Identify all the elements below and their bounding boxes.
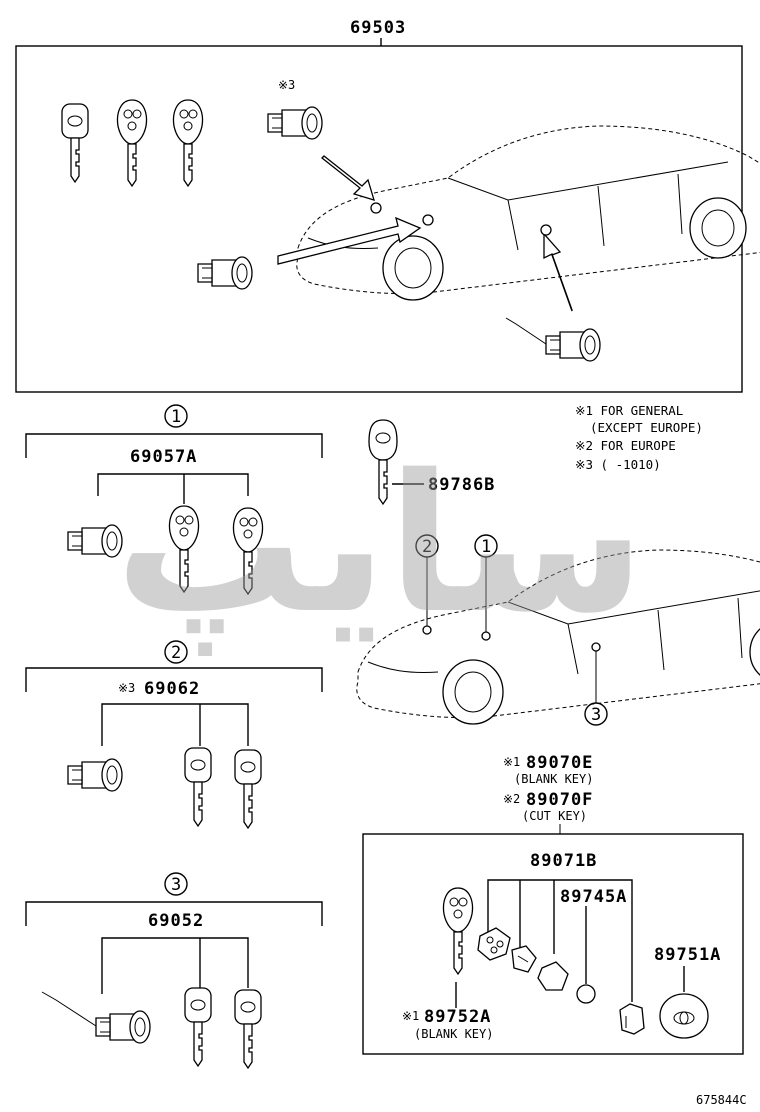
car-callout-2-label: 2 — [422, 537, 432, 557]
key-blank-general-prefix: ※1 — [503, 755, 520, 769]
car-callout-1-label: 1 — [481, 537, 491, 557]
transmitter-case-bottom — [537, 961, 569, 991]
key-cut-europe-prefix: ※2 — [503, 792, 520, 806]
group1-bracket — [25, 433, 323, 458]
transmitter-key-blank — [442, 887, 474, 975]
footnote-3: ※3 ( -1010) — [575, 457, 661, 472]
group1-index: 1 — [171, 407, 181, 427]
key-blank-general-desc: (BLANK KEY) — [514, 772, 593, 786]
group2-cylinder — [67, 758, 123, 792]
group2-part-number: 69062 — [144, 679, 200, 699]
battery-icon — [576, 984, 596, 1004]
transmitter-clip — [619, 1003, 645, 1035]
group3-index-circle: 3 — [164, 872, 188, 896]
group2-index-circle: 2 — [164, 640, 188, 664]
top-key-remote-1 — [116, 99, 148, 187]
car-callout-3-label: 3 — [591, 705, 601, 725]
top-key-remote-2 — [172, 99, 204, 187]
watermark: سایپ — [115, 434, 646, 656]
footnotes: ※1 FOR GENERAL (EXCEPT EUROPE) ※2 FOR EU… — [575, 403, 703, 472]
blank-key-prefix: ※1 — [402, 1009, 419, 1023]
group2-leader — [101, 703, 249, 746]
group2-key-square-1 — [184, 747, 212, 827]
transmitter-board — [511, 945, 537, 973]
group2-bracket — [25, 667, 323, 692]
group2-prefix: ※3 — [118, 681, 135, 695]
group1-part-number: 69057A — [130, 447, 197, 467]
car-callout-3: 3 — [584, 642, 608, 726]
key-cut-europe-part-number: 89070F — [526, 790, 593, 810]
top-group-frame — [15, 45, 743, 393]
group1-leader — [97, 473, 249, 504]
key-89786-part-number: 89786B — [428, 475, 495, 495]
top-trunk-cylinder — [267, 106, 323, 140]
transmitter-case-part-number: 89071B — [530, 851, 597, 871]
group3-index: 3 — [171, 875, 181, 895]
footnote-1: ※1 FOR GENERAL — [575, 403, 683, 418]
group3-key-square-1 — [184, 987, 212, 1067]
battery-part-number: 89745A — [560, 887, 627, 907]
group3-door-cylinder — [41, 991, 151, 1044]
top-car-illustration — [296, 125, 760, 301]
top-location-dots — [370, 202, 552, 236]
transmitter-box-frame — [362, 833, 744, 1055]
blank-key-desc: (BLANK KEY) — [414, 1027, 493, 1041]
group3-key-square-2 — [234, 989, 262, 1069]
transmitter-case-top — [477, 927, 511, 961]
cover-emblem — [659, 993, 709, 1039]
group3-leader — [101, 937, 249, 994]
group2-index: 2 — [171, 643, 181, 663]
top-door-cylinder — [505, 317, 601, 362]
top-part-number: 69503 — [350, 18, 406, 38]
car-callout-2: 2 — [415, 534, 439, 635]
cover-part-number: 89751A — [654, 945, 721, 965]
key-blank-general-part-number: 89070E — [526, 753, 593, 773]
blank-key-part-number: 89752A — [424, 1007, 491, 1027]
figure-code: 675844C — [696, 1093, 747, 1107]
footnote-1-detail: (EXCEPT EUROPE) — [590, 420, 703, 435]
key-blank-general-callout: ※1 89070E (BLANK KEY) ※2 89070F (CUT KEY… — [503, 753, 593, 834]
group2-key-square-2 — [234, 749, 262, 829]
top-ignition-cylinder — [197, 256, 253, 290]
top-arrows — [277, 155, 573, 312]
key-cut-europe-desc: (CUT KEY) — [522, 809, 587, 823]
group1-index-circle: 1 — [164, 404, 188, 428]
group3-bracket — [25, 901, 323, 926]
group3-part-number: 69052 — [148, 911, 204, 931]
top-note-mark: ※3 — [278, 78, 295, 92]
transmitter-case-leader — [487, 879, 633, 1002]
top-key-square — [61, 103, 89, 183]
car-callout-1: 1 — [474, 534, 498, 641]
footnote-2: ※2 FOR EUROPE — [575, 438, 676, 453]
